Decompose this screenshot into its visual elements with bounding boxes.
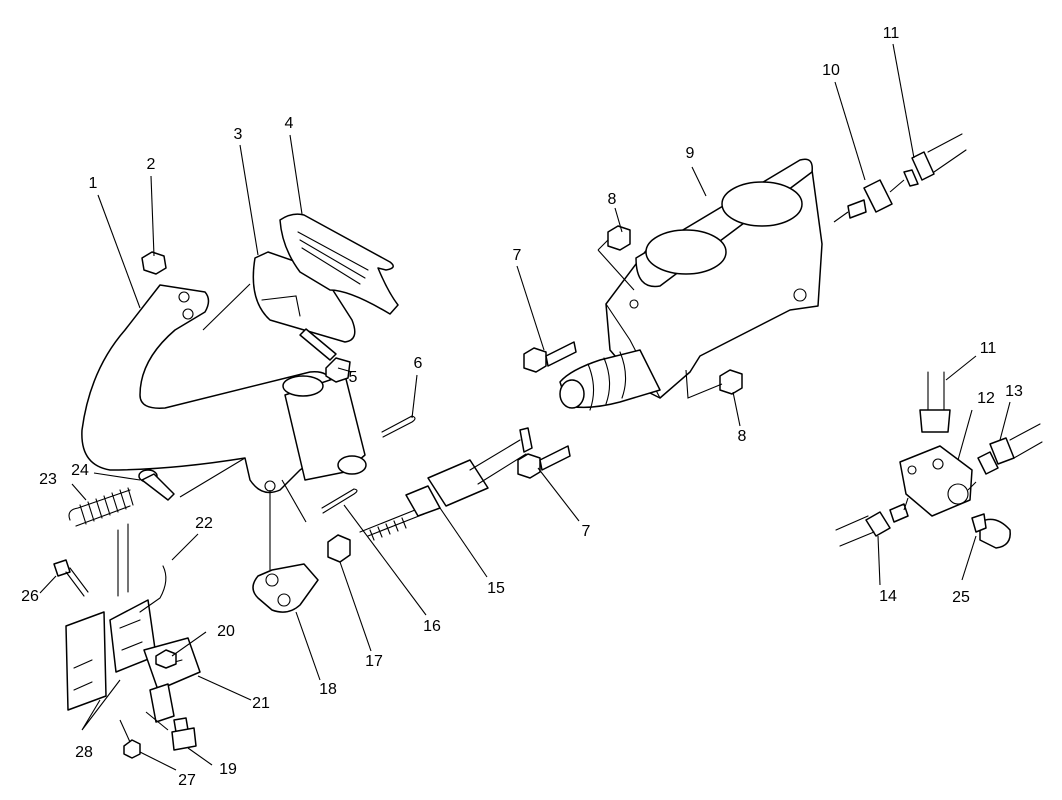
callout-7-lower: 7 — [581, 523, 591, 540]
callout-2: 2 — [146, 156, 156, 173]
brake-tee — [835, 371, 1043, 549]
pedal-bolt — [299, 328, 351, 383]
callout-24: 24 — [71, 462, 89, 479]
brake-line-upper — [903, 133, 967, 187]
callout-18: 18 — [319, 681, 337, 698]
callout-1: 1 — [88, 175, 98, 192]
callout-27: 27 — [178, 772, 196, 789]
callout-11-upper: 11 — [882, 25, 900, 42]
cotter-pin-16 — [321, 488, 358, 514]
callout-17: 17 — [365, 653, 383, 670]
rubber-boot — [559, 349, 661, 411]
jam-nut — [327, 534, 351, 563]
nut-8-lower — [719, 369, 743, 395]
callout-10: 10 — [822, 62, 840, 79]
nut-8-upper — [607, 225, 631, 251]
callout-13: 13 — [1005, 383, 1023, 400]
mounting-bracket-group — [53, 523, 201, 759]
push-rod — [359, 427, 533, 541]
callout-7-upper: 7 — [512, 247, 522, 264]
pedal-plate — [252, 251, 356, 343]
cotter-pin-6 — [381, 415, 416, 438]
pivot-tube — [282, 374, 367, 481]
callout-6: 6 — [413, 355, 423, 372]
callout-14: 14 — [879, 588, 897, 605]
callout-8-lower: 8 — [737, 428, 747, 445]
callout-22: 22 — [195, 515, 213, 532]
callout-15: 15 — [487, 580, 505, 597]
callout-3: 3 — [233, 126, 243, 143]
mounting-bolt-upper — [523, 341, 577, 373]
callout-12: 12 — [977, 390, 995, 407]
callout-16: 16 — [423, 618, 441, 635]
callout-19: 19 — [219, 761, 237, 778]
callout-11-lower: 11 — [979, 340, 997, 357]
callout-8-upper: 8 — [607, 191, 617, 208]
clevis-pin-24 — [138, 469, 175, 501]
clevis — [252, 563, 319, 613]
mounting-bolt-lower — [517, 445, 571, 479]
callout-9: 9 — [685, 145, 695, 162]
callout-23: 23 — [39, 471, 57, 488]
pedal-pad — [279, 213, 399, 315]
nut-2 — [141, 251, 167, 275]
callout-26: 26 — [21, 588, 39, 605]
callout-leaders — [39, 43, 1011, 771]
return-spring — [68, 487, 134, 527]
assembly-guides — [119, 179, 977, 743]
callout-20: 20 — [217, 623, 235, 640]
tube-fitting — [847, 179, 893, 219]
callout-21: 21 — [252, 695, 270, 712]
callout-4: 4 — [284, 115, 294, 132]
callout-28: 28 — [75, 744, 93, 761]
callout-5: 5 — [348, 369, 358, 386]
callout-25: 25 — [952, 589, 970, 606]
